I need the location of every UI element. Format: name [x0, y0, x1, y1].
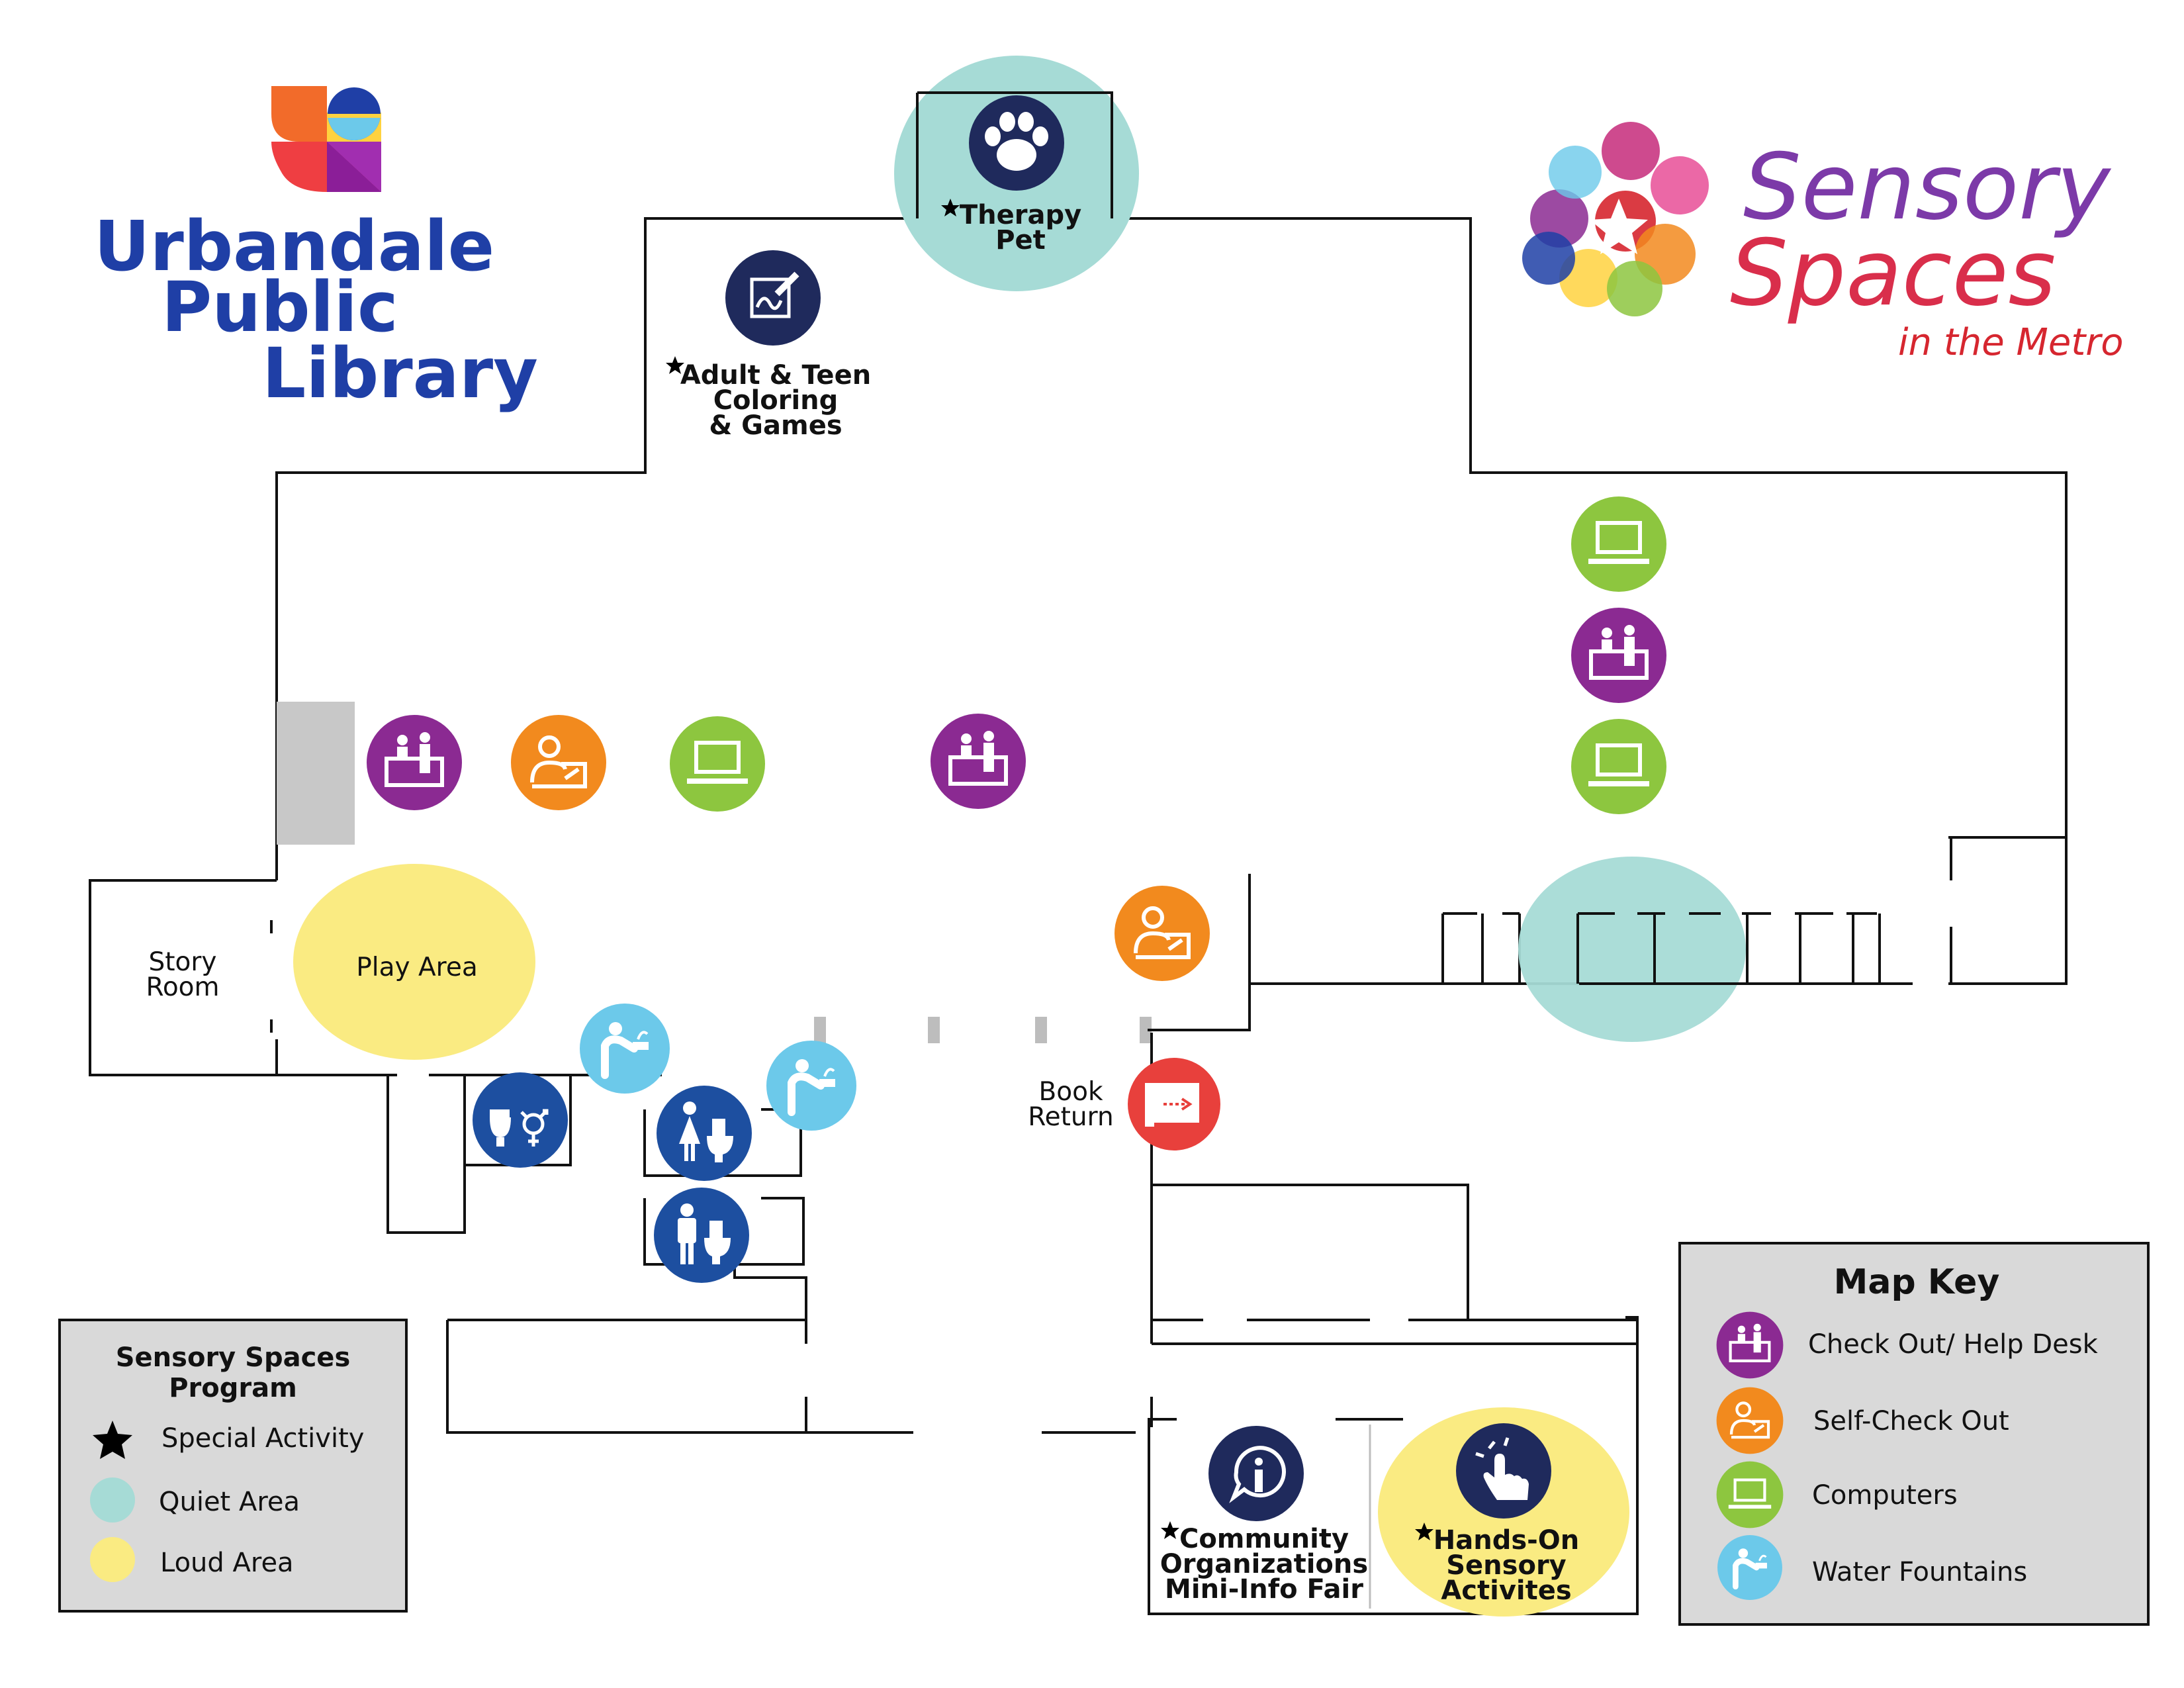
legend-quiet-area: Quiet Area: [159, 1487, 300, 1517]
book-return-label-2: Return: [1028, 1102, 1113, 1132]
quiet-area-right-walls: [1576, 912, 1749, 985]
adult-teen-coloring[interactable]: Adult & Teen Coloring & Games: [666, 250, 871, 441]
computer-icon[interactable]: [670, 716, 765, 812]
sensory-line-2: Spaces: [1730, 220, 2056, 326]
self-check-out-icon[interactable]: [511, 715, 606, 810]
therapy-pet-label-2: Pet: [995, 225, 1046, 256]
community-label-1: Community: [1179, 1524, 1349, 1554]
computer-icon[interactable]: [1571, 719, 1666, 814]
water-fountain-icon[interactable]: [580, 1004, 670, 1094]
loud-area-play: [293, 864, 535, 1060]
heart-star-mark: [1522, 122, 1709, 316]
hands-on-label-2: Sensory: [1446, 1550, 1567, 1581]
story-room-label-2: Room: [146, 972, 219, 1002]
hands-on-label-3: Activites: [1441, 1575, 1571, 1606]
check-out-desk-icon[interactable]: [931, 714, 1026, 809]
sensory-line-1: Sensory: [1743, 134, 2112, 240]
adult-teen-label-3: & Games: [709, 410, 842, 441]
legend-special-activity: Special Activity: [161, 1423, 364, 1454]
self-check-out-icon: [1717, 1387, 1784, 1454]
key-water-fountains: Water Fountains: [1812, 1557, 2027, 1587]
story-room-label-1: Story: [148, 947, 216, 977]
computer-icon[interactable]: [1571, 496, 1666, 592]
star-icon: [93, 1421, 132, 1459]
program-legend: Sensory Spaces Program Special Activity …: [58, 1319, 408, 1613]
logo-line-3: Library: [262, 333, 538, 414]
therapy-pet[interactable]: Therapy Pet: [941, 95, 1081, 256]
star-icon: [1161, 1521, 1179, 1539]
logo-line-2: Public: [161, 267, 398, 348]
mens-restroom-icon[interactable]: [654, 1188, 749, 1283]
check-out-desk-icon[interactable]: [367, 715, 462, 810]
water-fountain-icon[interactable]: [766, 1041, 856, 1131]
hands-on-label-1: Hands-On: [1433, 1525, 1579, 1556]
therapy-pet-label-1: Therapy: [960, 200, 1081, 230]
paw-icon: [969, 95, 1064, 191]
sensory-spaces-logo: Sensory Spaces in the Metro: [1522, 122, 2124, 364]
key-check-out: Check Out/ Help Desk: [1808, 1329, 2099, 1360]
program-legend-title-2: Program: [169, 1373, 297, 1403]
community-label-2: Organizations: [1160, 1549, 1368, 1579]
womens-restroom-icon[interactable]: [657, 1086, 752, 1181]
book-return-label-1: Book: [1038, 1077, 1103, 1107]
logo-line-1: Urbandale: [94, 206, 494, 287]
computer-icon: [1717, 1462, 1784, 1528]
hands-on-sensory-activities[interactable]: Hands-On Sensory Activites: [1415, 1423, 1579, 1606]
program-legend-title-1: Sensory Spaces: [116, 1342, 351, 1373]
touch-hand-icon: [1456, 1423, 1551, 1519]
sensory-line-3: in the Metro: [1898, 321, 2124, 364]
map-key: Map Key Check Out/ Help Desk Self-Check …: [1678, 1242, 2150, 1626]
adult-teen-label-1: Adult & Teen: [680, 360, 871, 391]
key-self-check-out: Self-Check Out: [1813, 1406, 2009, 1436]
book-return-icon: [1128, 1058, 1220, 1150]
check-out-desk-icon: [1717, 1312, 1784, 1379]
legend-loud-area: Loud Area: [160, 1548, 294, 1578]
adult-teen-label-2: Coloring: [713, 385, 839, 416]
community-info-fair[interactable]: Community Organizations Mini-Info Fair: [1160, 1426, 1368, 1605]
water-fountain-icon: [1717, 1535, 1782, 1600]
quiet-area-right: [1518, 857, 1746, 1042]
urbandale-logo: Urbandale Public Library: [94, 86, 538, 414]
check-out-desk-icon[interactable]: [1571, 608, 1666, 703]
urbandale-logo-mark: [271, 86, 381, 192]
community-label-3: Mini-Info Fair: [1165, 1574, 1363, 1605]
self-check-out-icon[interactable]: [1115, 886, 1210, 981]
book-return[interactable]: Book Return: [1028, 1058, 1220, 1150]
coloring-icon: [725, 250, 821, 346]
key-computers: Computers: [1812, 1480, 1958, 1511]
map-key-title: Map Key: [1834, 1262, 2000, 1302]
play-area-label: Play Area: [356, 953, 477, 982]
info-icon: [1208, 1426, 1304, 1521]
loud-area-swatch: [90, 1537, 135, 1582]
all-gender-restroom-icon[interactable]: [473, 1072, 568, 1168]
quiet-area-swatch: [90, 1477, 135, 1523]
